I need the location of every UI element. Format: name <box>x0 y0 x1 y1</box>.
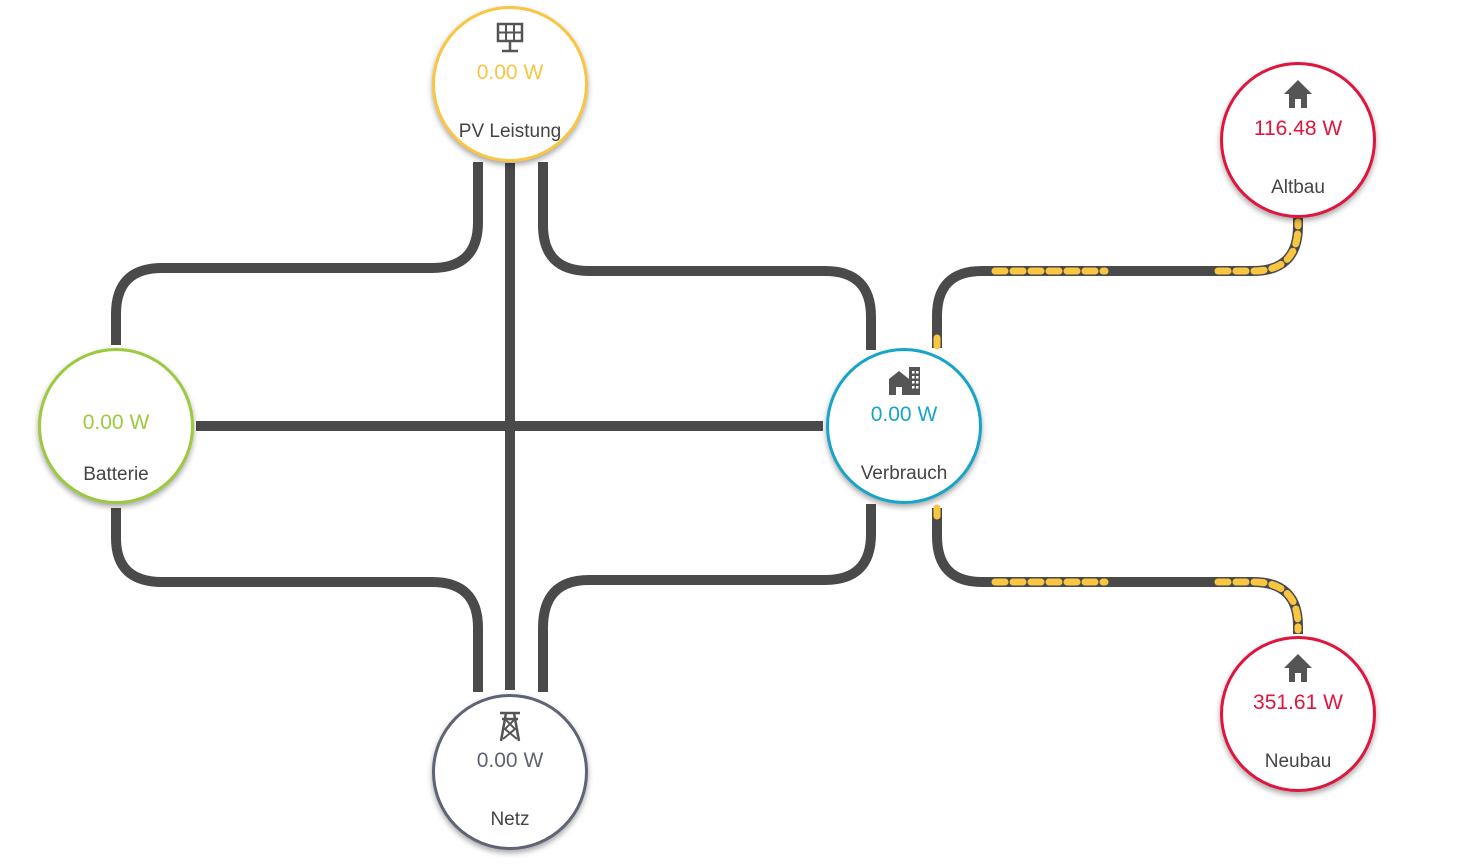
flow-dots-altbau-b <box>1214 218 1302 275</box>
battery-value: 0.00 W <box>82 411 150 434</box>
line-consumption-altbau <box>932 218 1303 348</box>
home-icon <box>1281 651 1315 685</box>
transmission-tower-icon <box>493 709 527 743</box>
grid-value: 0.00 W <box>476 749 544 772</box>
consumption-node[interactable]: 0.00 W Verbrauch <box>826 348 982 504</box>
altbau-node[interactable]: 116.48 W Altbau <box>1220 62 1376 218</box>
battery-label: Batterie <box>83 464 149 485</box>
pv-value: 0.00 W <box>476 61 544 84</box>
home-city-icon <box>887 363 921 397</box>
pv-node[interactable]: 0.00 W PV Leistung <box>432 6 588 162</box>
solar-panel-icon <box>493 21 527 55</box>
line-pv-consumption <box>538 162 876 350</box>
flow-dots-neubau-b <box>1214 578 1302 634</box>
line-pv-battery <box>111 162 483 345</box>
pv-label: PV Leistung <box>458 121 562 142</box>
home-icon <box>1281 77 1315 111</box>
grid-node[interactable]: 0.00 W Netz <box>432 694 588 850</box>
consumption-value: 0.00 W <box>870 403 938 426</box>
altbau-value: 116.48 W <box>1253 117 1343 140</box>
line-consumption-neubau <box>932 508 1303 634</box>
altbau-label: Altbau <box>1271 177 1325 198</box>
line-grid-consumption <box>538 504 876 692</box>
battery-node[interactable]: 0.00 W Batterie <box>38 348 194 504</box>
neubau-label: Neubau <box>1264 751 1332 772</box>
neubau-node[interactable]: 351.61 W Neubau <box>1220 636 1376 792</box>
consumption-label: Verbrauch <box>860 463 948 484</box>
grid-label: Netz <box>490 809 530 830</box>
line-battery-grid <box>111 508 483 692</box>
neubau-value: 351.61 W <box>1253 691 1343 714</box>
